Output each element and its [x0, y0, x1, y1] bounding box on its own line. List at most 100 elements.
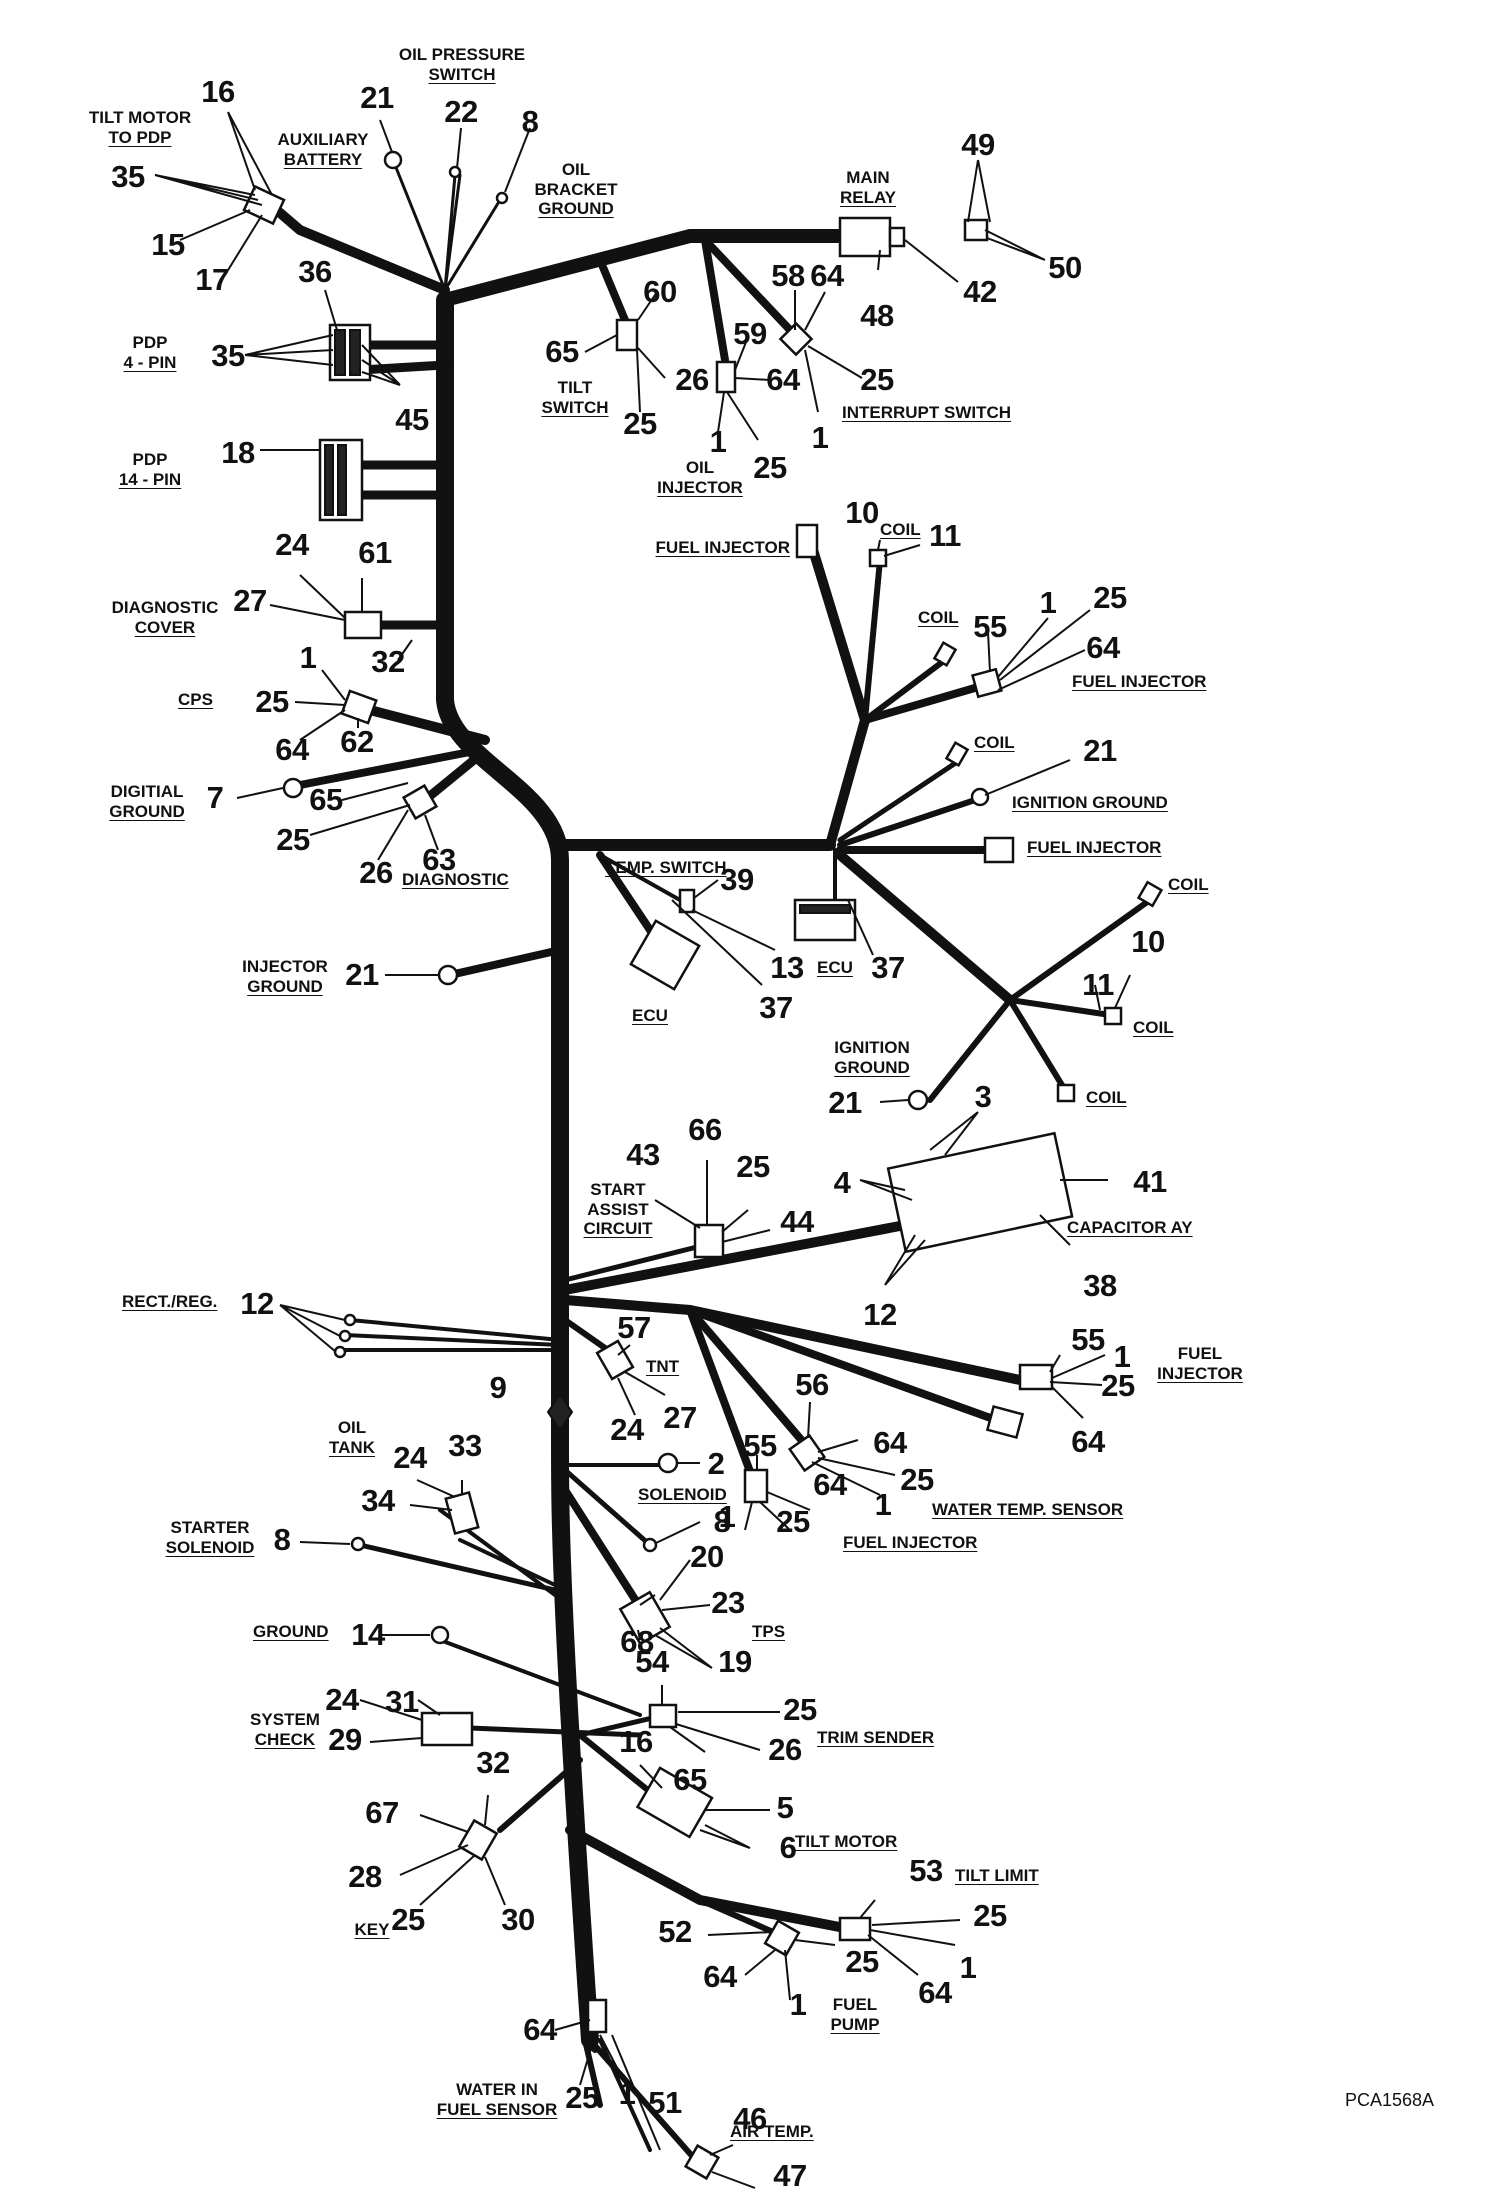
- callout-number: 29: [328, 1722, 362, 1758]
- label-ignition-ground-1: IGNITION GROUND: [1012, 793, 1168, 812]
- callout-number: 63: [422, 842, 456, 878]
- label-fuel-injector-5: FUEL INJECTOR: [843, 1533, 978, 1552]
- label-tilt-switch: TILT SWITCH: [541, 378, 609, 417]
- water-in-fuel-connector: [586, 1998, 608, 2034]
- label-rect-reg: RECT./REG.: [122, 1292, 218, 1311]
- label-tnt: TNT: [646, 1357, 680, 1376]
- label-water-temp-sensor: WATER TEMP. SENSOR: [932, 1500, 1124, 1519]
- callout-number: 64: [813, 1467, 847, 1503]
- label-ground: GROUND: [253, 1622, 329, 1641]
- coil-terminal-4: [1136, 880, 1164, 908]
- label-tilt-motor: TILT MOTOR: [795, 1832, 898, 1851]
- callout-number: 15: [151, 227, 185, 263]
- fuel-injector-connector-3: [983, 836, 1015, 864]
- callout-number: 61: [358, 535, 392, 571]
- callout-number: 64: [275, 732, 309, 768]
- terminal-8b: [642, 1537, 658, 1553]
- callout-number: 21: [828, 1085, 862, 1121]
- terminal-oil-pressure-switch: [448, 165, 462, 179]
- connector-49-50: [963, 218, 989, 242]
- callout-number: 25: [1093, 580, 1127, 616]
- callout-number: 25: [1101, 1368, 1135, 1404]
- tnt-connector: [595, 1339, 635, 1381]
- system-check-connector: [420, 1711, 474, 1747]
- callout-number: 14: [351, 1617, 385, 1653]
- callout-number: 64: [873, 1425, 907, 1461]
- callout-number: 4: [833, 1165, 851, 1201]
- callout-number: 46: [733, 2101, 767, 2137]
- callout-number: 50: [1048, 250, 1082, 286]
- ignition-branch-harness: [554, 535, 1153, 1103]
- callout-number: 33: [448, 1428, 482, 1464]
- coil-terminal-1: [868, 548, 888, 568]
- label-oil-pressure-switch: OIL PRESSURE SWITCH: [398, 45, 526, 84]
- callout-number: 3: [974, 1079, 992, 1115]
- label-tps: TPS: [752, 1622, 786, 1641]
- callout-number: 57: [617, 1310, 651, 1346]
- callout-number: 45: [395, 402, 429, 438]
- terminal-oil-bracket-ground: [495, 191, 509, 205]
- label-diagnostic: DIAGNOSTIC: [402, 870, 509, 889]
- fuel-injector-connector-4a: [1018, 1363, 1054, 1391]
- callout-number: 54: [635, 1644, 669, 1680]
- callout-number: 1: [811, 420, 829, 456]
- label-temp-switch: TEMP. SWITCH: [605, 858, 727, 877]
- callout-number: 1: [789, 1987, 807, 2023]
- digital-ground-ring: [282, 777, 304, 799]
- callout-number: 26: [768, 1732, 802, 1768]
- callout-number: 64: [1086, 630, 1120, 666]
- solenoid-ring: [657, 1452, 679, 1474]
- callout-number: 56: [795, 1367, 829, 1403]
- callout-number: 8: [521, 104, 539, 140]
- callout-number: 25: [391, 1902, 425, 1938]
- callout-number: 53: [909, 1853, 943, 1889]
- callout-number: 10: [845, 495, 879, 531]
- callout-number: 9: [489, 1370, 507, 1406]
- label-coil-2: COIL: [918, 608, 959, 627]
- callout-number: 8: [713, 1504, 731, 1540]
- callout-number: 16: [201, 74, 235, 110]
- callout-number: 25: [860, 362, 894, 398]
- callout-number: 12: [240, 1286, 274, 1322]
- connector-tilt-motor-pdp: [242, 184, 286, 226]
- callout-number: 64: [1071, 1424, 1105, 1460]
- callout-number: 27: [233, 583, 267, 619]
- label-key: KEY: [354, 1920, 390, 1939]
- callout-number: 65: [673, 1762, 707, 1798]
- callout-number: 59: [733, 316, 767, 352]
- callout-number: 64: [523, 2012, 557, 2048]
- label-pdp-4-pin: PDP 4 - PIN: [123, 333, 177, 372]
- callout-number: 58: [771, 258, 805, 294]
- label-ecu-2: ECU: [817, 958, 853, 977]
- callout-number: 68: [620, 1624, 654, 1660]
- label-injector-ground: INJECTOR GROUND: [242, 957, 328, 996]
- temp-switch: [678, 888, 696, 914]
- label-starter-solenoid: STARTER SOLENOID: [165, 1518, 255, 1557]
- pdp-14-pin-connector: [318, 438, 364, 522]
- label-ignition-ground-2: IGNITION GROUND: [834, 1038, 910, 1077]
- label-coil-1: COIL: [880, 520, 921, 539]
- oil-injector-connector: [715, 360, 737, 394]
- label-diagnostic-cover: DIAGNOSTIC COVER: [111, 598, 219, 637]
- callout-number: 10: [1131, 924, 1165, 960]
- label-tilt-motor-to-pdp: TILT MOTOR TO PDP: [88, 108, 192, 147]
- callout-number: 62: [340, 724, 374, 760]
- callout-number: 37: [871, 950, 905, 986]
- label-coil-4: COIL: [1168, 875, 1209, 894]
- label-solenoid: SOLENOID: [638, 1485, 727, 1504]
- callout-number: 17: [195, 262, 229, 298]
- label-coil-5: COIL: [1133, 1018, 1174, 1037]
- trim-sender-connector: [648, 1703, 678, 1729]
- label-oil-tank: OIL TANK: [329, 1418, 375, 1457]
- callout-number: 27: [663, 1400, 697, 1436]
- callout-number: 32: [476, 1745, 510, 1781]
- callout-number: 1: [959, 1950, 977, 1986]
- callout-number: 21: [1083, 733, 1117, 769]
- callout-number: 24: [610, 1412, 644, 1448]
- callout-number: 43: [626, 1137, 660, 1173]
- callout-number: 11: [929, 518, 961, 554]
- callout-number: 60: [643, 274, 677, 310]
- label-interrupt-switch: INTERRUPT SWITCH: [842, 403, 1012, 422]
- callout-number: 42: [963, 274, 997, 310]
- callout-number: 48: [860, 298, 894, 334]
